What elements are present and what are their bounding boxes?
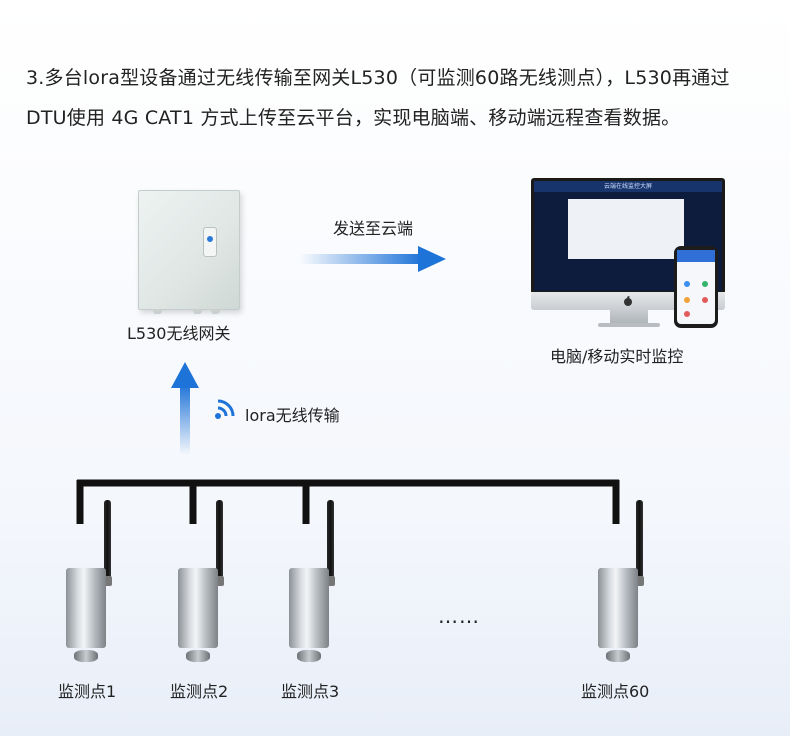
screen-title: 云端在线监控大屏: [534, 181, 722, 192]
upload-arrow-icon: [300, 246, 446, 272]
lock-icon: [203, 227, 217, 257]
monitor-stand: [610, 310, 648, 324]
description-text: 3.多台lora型设备通过无线传输至网关L530（可监测60路无线测点），L53…: [26, 58, 776, 138]
phone-screen: [677, 250, 715, 324]
upload-label: 发送至云端: [333, 219, 414, 238]
wireless-arrow-icon: [171, 362, 199, 455]
gateway-label: L530无线网关: [127, 324, 231, 343]
description-line-1: 3.多台lora型设备通过无线传输至网关L530（可监测60路无线测点），L53…: [26, 67, 730, 89]
description-line-2: DTU使用 4G CAT1 方式上传至云平台，实现电脑端、移动端远程查看数据。: [26, 107, 681, 129]
sensor-device: [64, 500, 124, 662]
apple-logo-icon: [624, 295, 632, 306]
monitor-base: [598, 323, 660, 327]
sensor-device: [596, 500, 656, 662]
sensor-label-2: 监测点2: [170, 682, 229, 701]
monitor-label: 电脑/移动实时监控: [550, 347, 684, 366]
wifi-signal-icon: [215, 399, 235, 419]
sensor-device: [176, 500, 236, 662]
sensor-label-1: 监测点1: [58, 682, 117, 701]
sensor-label-60: 监测点60: [581, 682, 650, 701]
wireless-label: lora无线传输: [245, 406, 340, 425]
screen-panel: [568, 199, 684, 259]
sensor-device: [287, 500, 347, 662]
sensor-label-3: 监测点3: [281, 682, 340, 701]
ellipsis-dots: ……: [438, 604, 480, 628]
gateway-device: [138, 190, 240, 314]
phone-device: [674, 246, 718, 328]
